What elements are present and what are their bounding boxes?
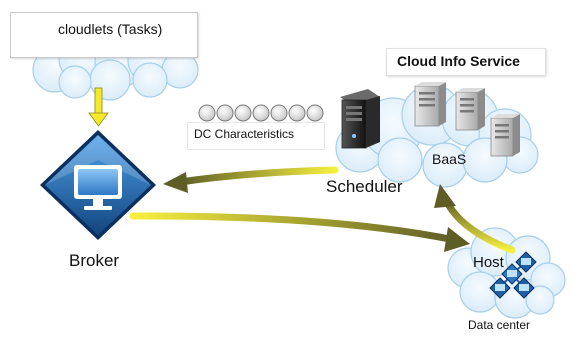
dc-characteristic-circle (288, 104, 306, 122)
cloudlets-label: cloudlets (Tasks) (58, 21, 163, 37)
baas-label: BaaS (432, 151, 467, 167)
scheduler-server-icon (340, 89, 380, 149)
host-to-scheduler-arrow (434, 184, 516, 254)
host-label: Host (473, 254, 504, 271)
dc-characteristic-circle (252, 104, 270, 122)
scheduler-label: Scheduler (326, 177, 403, 196)
baas-server-icon (490, 114, 520, 157)
dc-characteristic-circle (216, 104, 234, 122)
dc-characteristics-label: DC Characteristics (194, 127, 295, 141)
dc-characteristic-circle (198, 104, 216, 122)
cloudlets-to-broker-arrow (88, 87, 109, 127)
broker-icon (40, 130, 156, 240)
dc-characteristic-circle (270, 104, 288, 122)
baas-server-icon (414, 82, 446, 127)
baas-server-icon (455, 88, 485, 131)
scheduler-to-broker-arrow (163, 166, 339, 193)
dc-characteristic-circle (306, 104, 324, 122)
dc-characteristic-circle (234, 104, 252, 122)
broker-to-host-arrow (129, 212, 470, 252)
cloud-info-service-label: Cloud Info Service (397, 53, 520, 69)
cloudlets-box (10, 12, 198, 58)
host-network-icon (489, 251, 537, 299)
broker-label: Broker (69, 251, 120, 270)
cloud-info-service-box (386, 48, 546, 76)
cloudlets-cloud (32, 31, 199, 101)
dc-characteristics-circles (198, 104, 324, 122)
dc-characteristics-box (187, 122, 325, 150)
data-center-label: Data center (468, 318, 531, 332)
